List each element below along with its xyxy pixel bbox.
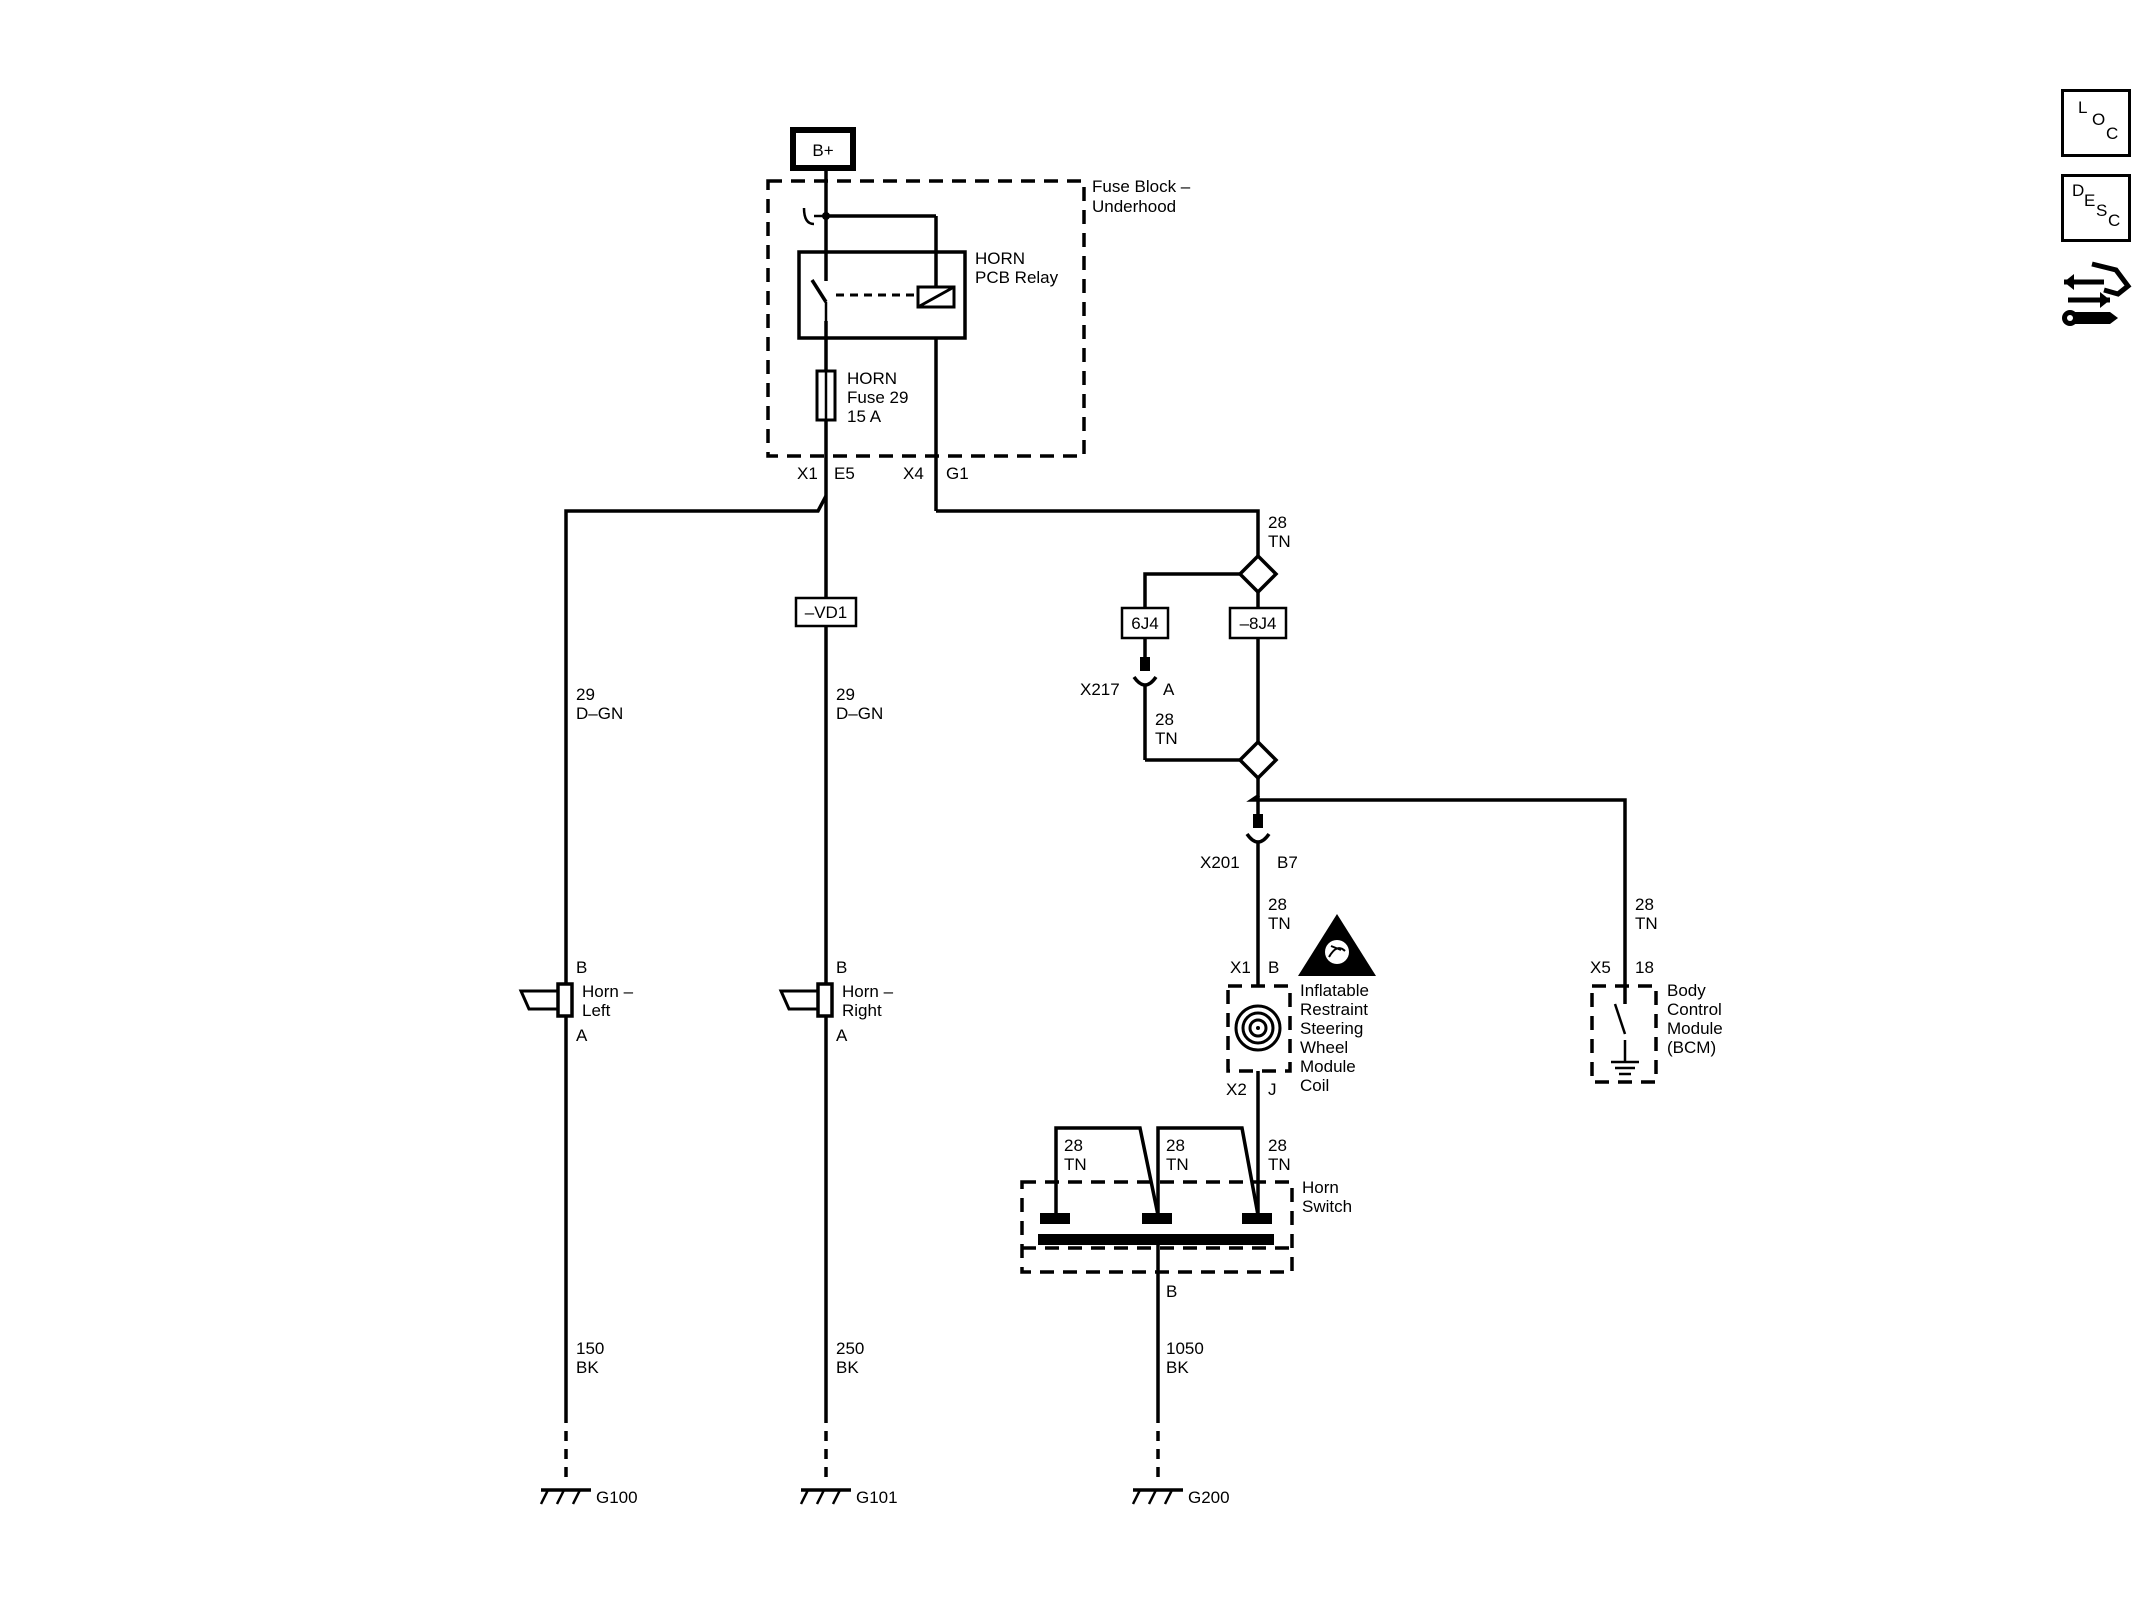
ground-g100: G100 [596, 1488, 638, 1507]
wire-x217-color: TN [1155, 729, 1178, 748]
coil-name-6: Coil [1300, 1076, 1329, 1095]
conn-x217: X217 [1080, 680, 1120, 699]
airbag-warning-icon [1298, 914, 1376, 976]
wire-left-color: D–GN [576, 704, 623, 723]
bcm-name-3: Module [1667, 1019, 1723, 1038]
wire-right-color: D–GN [836, 704, 883, 723]
desc-letter-4: C [2108, 211, 2121, 230]
gnd-switch-color: BK [1166, 1358, 1189, 1377]
wire-coil-circuit: 28 [1268, 895, 1287, 914]
bcm-name-1: Body [1667, 981, 1706, 1000]
coil-name-1: Inflatable [1300, 981, 1369, 1000]
ground-g200: G200 [1188, 1488, 1230, 1507]
fuse-label-3: 15 A [847, 407, 882, 426]
wire-right-circuit: 29 [836, 685, 855, 704]
ground-g101-symbol [799, 1488, 851, 1505]
coil-name-4: Wheel [1300, 1038, 1348, 1057]
clockspring-coil [1226, 984, 1292, 1073]
wire-x217-circuit: 28 [1155, 710, 1174, 729]
coil-x2-pin: J [1268, 1080, 1277, 1099]
horn-right [778, 982, 834, 1018]
fuse-label-2: Fuse 29 [847, 388, 908, 407]
horn-switch-pin-b: B [1166, 1282, 1177, 1301]
conn-x1: X1 [797, 464, 818, 483]
horn-switch-name-1: Horn [1302, 1178, 1339, 1197]
battery-label: B+ [812, 141, 833, 160]
horn-right-pin-a: A [836, 1026, 848, 1045]
gnd-right-circuit: 250 [836, 1339, 864, 1358]
wire-bcm-color: TN [1635, 914, 1658, 933]
splice-diamond-bottom [1237, 739, 1279, 781]
conn-x4: X4 [903, 464, 924, 483]
horn-right-name-1: Horn – [842, 982, 894, 1001]
fuse-block-title-2: Underhood [1092, 197, 1176, 216]
relay-label-2: PCB Relay [975, 268, 1059, 287]
splice-vd1-label: –VD1 [805, 603, 848, 622]
splice-diamond-top [1237, 553, 1279, 595]
wire-sw3-circuit: 28 [1268, 1136, 1287, 1155]
horn-left-pin-a: A [576, 1026, 588, 1045]
loc-letter-2: O [2092, 110, 2106, 129]
wire-sw2-color: TN [1166, 1155, 1189, 1174]
fuse-block-outline [766, 179, 1086, 458]
gnd-right-color: BK [836, 1358, 859, 1377]
fuse-block-title-1: Fuse Block – [1092, 177, 1191, 196]
wire-bcm-circuit: 28 [1635, 895, 1654, 914]
desc-letter-1: D [2072, 181, 2085, 200]
bcm-pin: 18 [1635, 958, 1654, 977]
gnd-left-color: BK [576, 1358, 599, 1377]
horn-left-name-1: Horn – [582, 982, 634, 1001]
horn-left-pin-b: B [576, 958, 587, 977]
horn-switch-contact [1038, 1234, 1274, 1245]
wire-sw1-circuit: 28 [1064, 1136, 1083, 1155]
gnd-switch-circuit: 1050 [1166, 1339, 1204, 1358]
ground-g200-symbol [1131, 1488, 1183, 1505]
location-button[interactable]: L O C [2061, 89, 2131, 157]
coil-x1: X1 [1230, 958, 1251, 977]
wire-main-color: TN [1268, 532, 1291, 551]
loc-letter-3: C [2106, 124, 2119, 143]
bcm-name-2: Control [1667, 1000, 1722, 1019]
conn-x201: X201 [1200, 853, 1240, 872]
horn-switch-name-2: Switch [1302, 1197, 1352, 1216]
conn-e5: E5 [834, 464, 855, 483]
gnd-left-circuit: 150 [576, 1339, 604, 1358]
fuse-label-1: HORN [847, 369, 897, 388]
desc-letter-2: E [2084, 191, 2096, 210]
wire-sw3-color: TN [1268, 1155, 1291, 1174]
coil-name-2: Restraint [1300, 1000, 1368, 1019]
coil-name-3: Steering [1300, 1019, 1363, 1038]
conn-x201-pin: B7 [1277, 853, 1298, 872]
description-button[interactable]: D E S C [2061, 174, 2131, 242]
bcm-name-4: (BCM) [1667, 1038, 1716, 1057]
coil-name-5: Module [1300, 1057, 1356, 1076]
bcm-x5: X5 [1590, 958, 1611, 977]
wire-left-circuit: 29 [576, 685, 595, 704]
desc-letter-3: S [2096, 201, 2108, 220]
horn-left-name-2: Left [582, 1001, 611, 1020]
coil-x1-pin: B [1268, 958, 1279, 977]
relay-label-1: HORN [975, 249, 1025, 268]
conn-g1: G1 [946, 464, 969, 483]
splice-6j4-label: 6J4 [1131, 614, 1158, 633]
horn-relay [797, 250, 967, 340]
wire-sw2-circuit: 28 [1166, 1136, 1185, 1155]
connector-tool-icon[interactable] [2058, 256, 2132, 336]
splice-8j4-label: –8J4 [1240, 614, 1277, 633]
loc-letter-1: L [2078, 98, 2088, 117]
splice-vd1 [794, 596, 858, 628]
ground-g100-symbol [539, 1488, 591, 1505]
coil-x2: X2 [1226, 1080, 1247, 1099]
battery-source: B+ [790, 127, 856, 171]
horn-left [518, 982, 574, 1018]
ground-g101: G101 [856, 1488, 898, 1507]
wire-sw1-color: TN [1064, 1155, 1087, 1174]
wire-coil-color: TN [1268, 914, 1291, 933]
conn-x217-pin: A [1163, 680, 1175, 699]
horn-right-name-2: Right [842, 1001, 882, 1020]
wire-main-circuit: 28 [1268, 513, 1287, 532]
horn-right-pin-b: B [836, 958, 847, 977]
